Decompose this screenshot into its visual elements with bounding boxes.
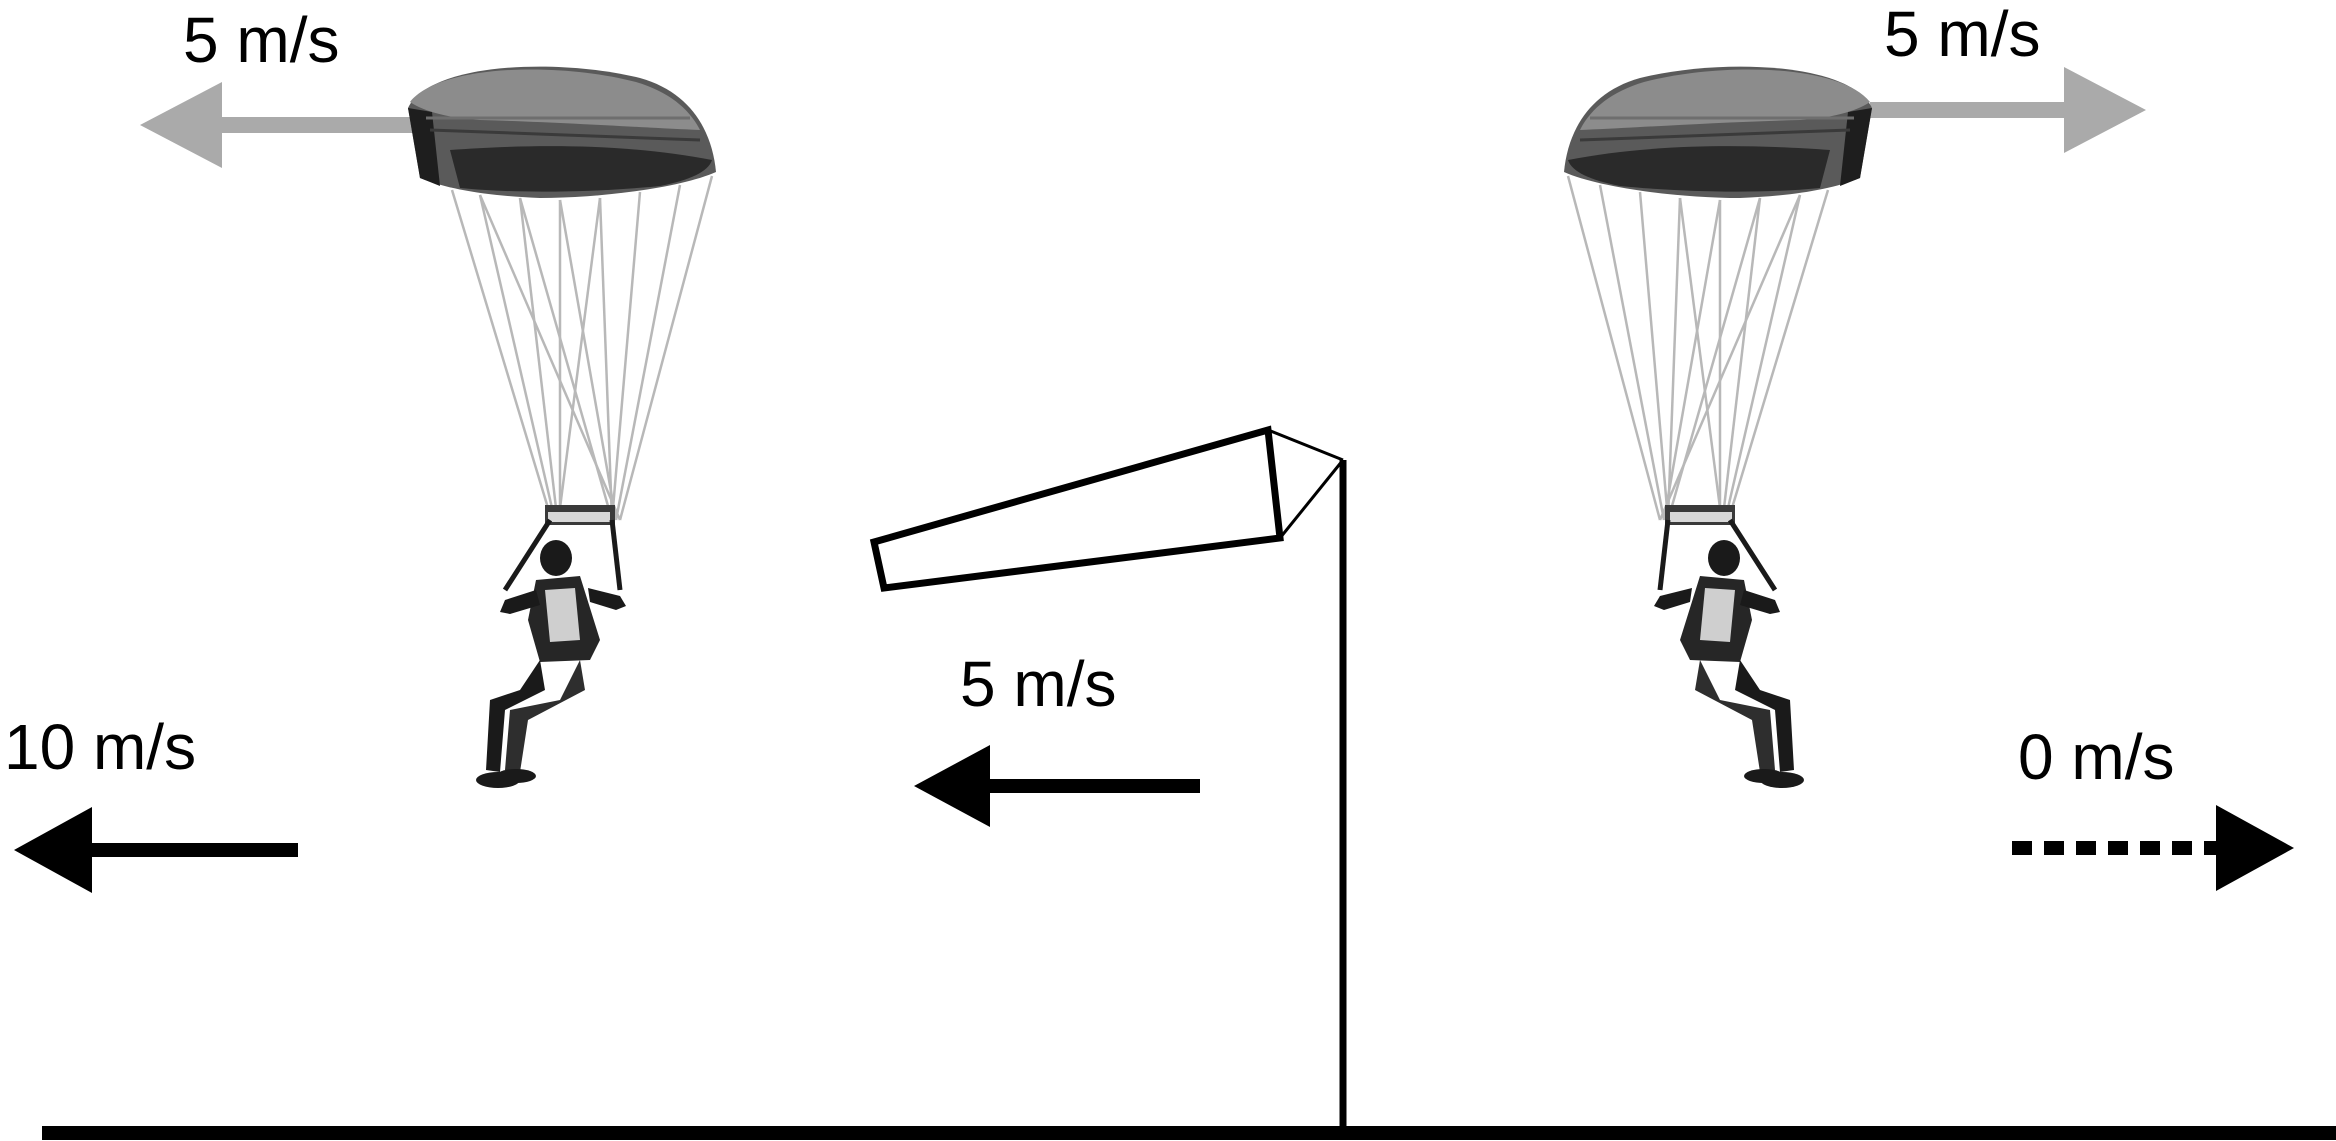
right-canopy-speed-label: 5 m/s [1884,0,2041,70]
wind-speed-label: 5 m/s [960,648,1117,720]
left-ground-speed-label: 10 m/s [4,711,197,783]
suspension-lines [450,175,714,521]
parachute-canopy [1564,66,1872,198]
right-ground-speed-label: 0 m/s [2018,721,2175,793]
windsock [869,425,1347,1133]
left-parachutist [408,66,716,788]
right-ground-speed-arrow [2012,805,2294,891]
right-parachutist [1564,66,1872,788]
wind-arrow [914,745,1200,827]
windsock-cone [869,425,1284,592]
left-canopy-speed-label: 5 m/s [183,4,340,76]
windsock-bridle-top [1267,428,1344,462]
right-canopy-speed-arrow [1870,67,2146,153]
parachute-canopy [408,66,716,198]
left-canopy-speed-arrow [140,82,430,168]
parachutist-figure [476,505,626,788]
windsock-bridle-bottom [1278,459,1345,539]
parachutist-figure [1654,505,1804,788]
left-ground-speed-arrow [14,807,298,893]
suspension-lines [1566,175,1830,521]
